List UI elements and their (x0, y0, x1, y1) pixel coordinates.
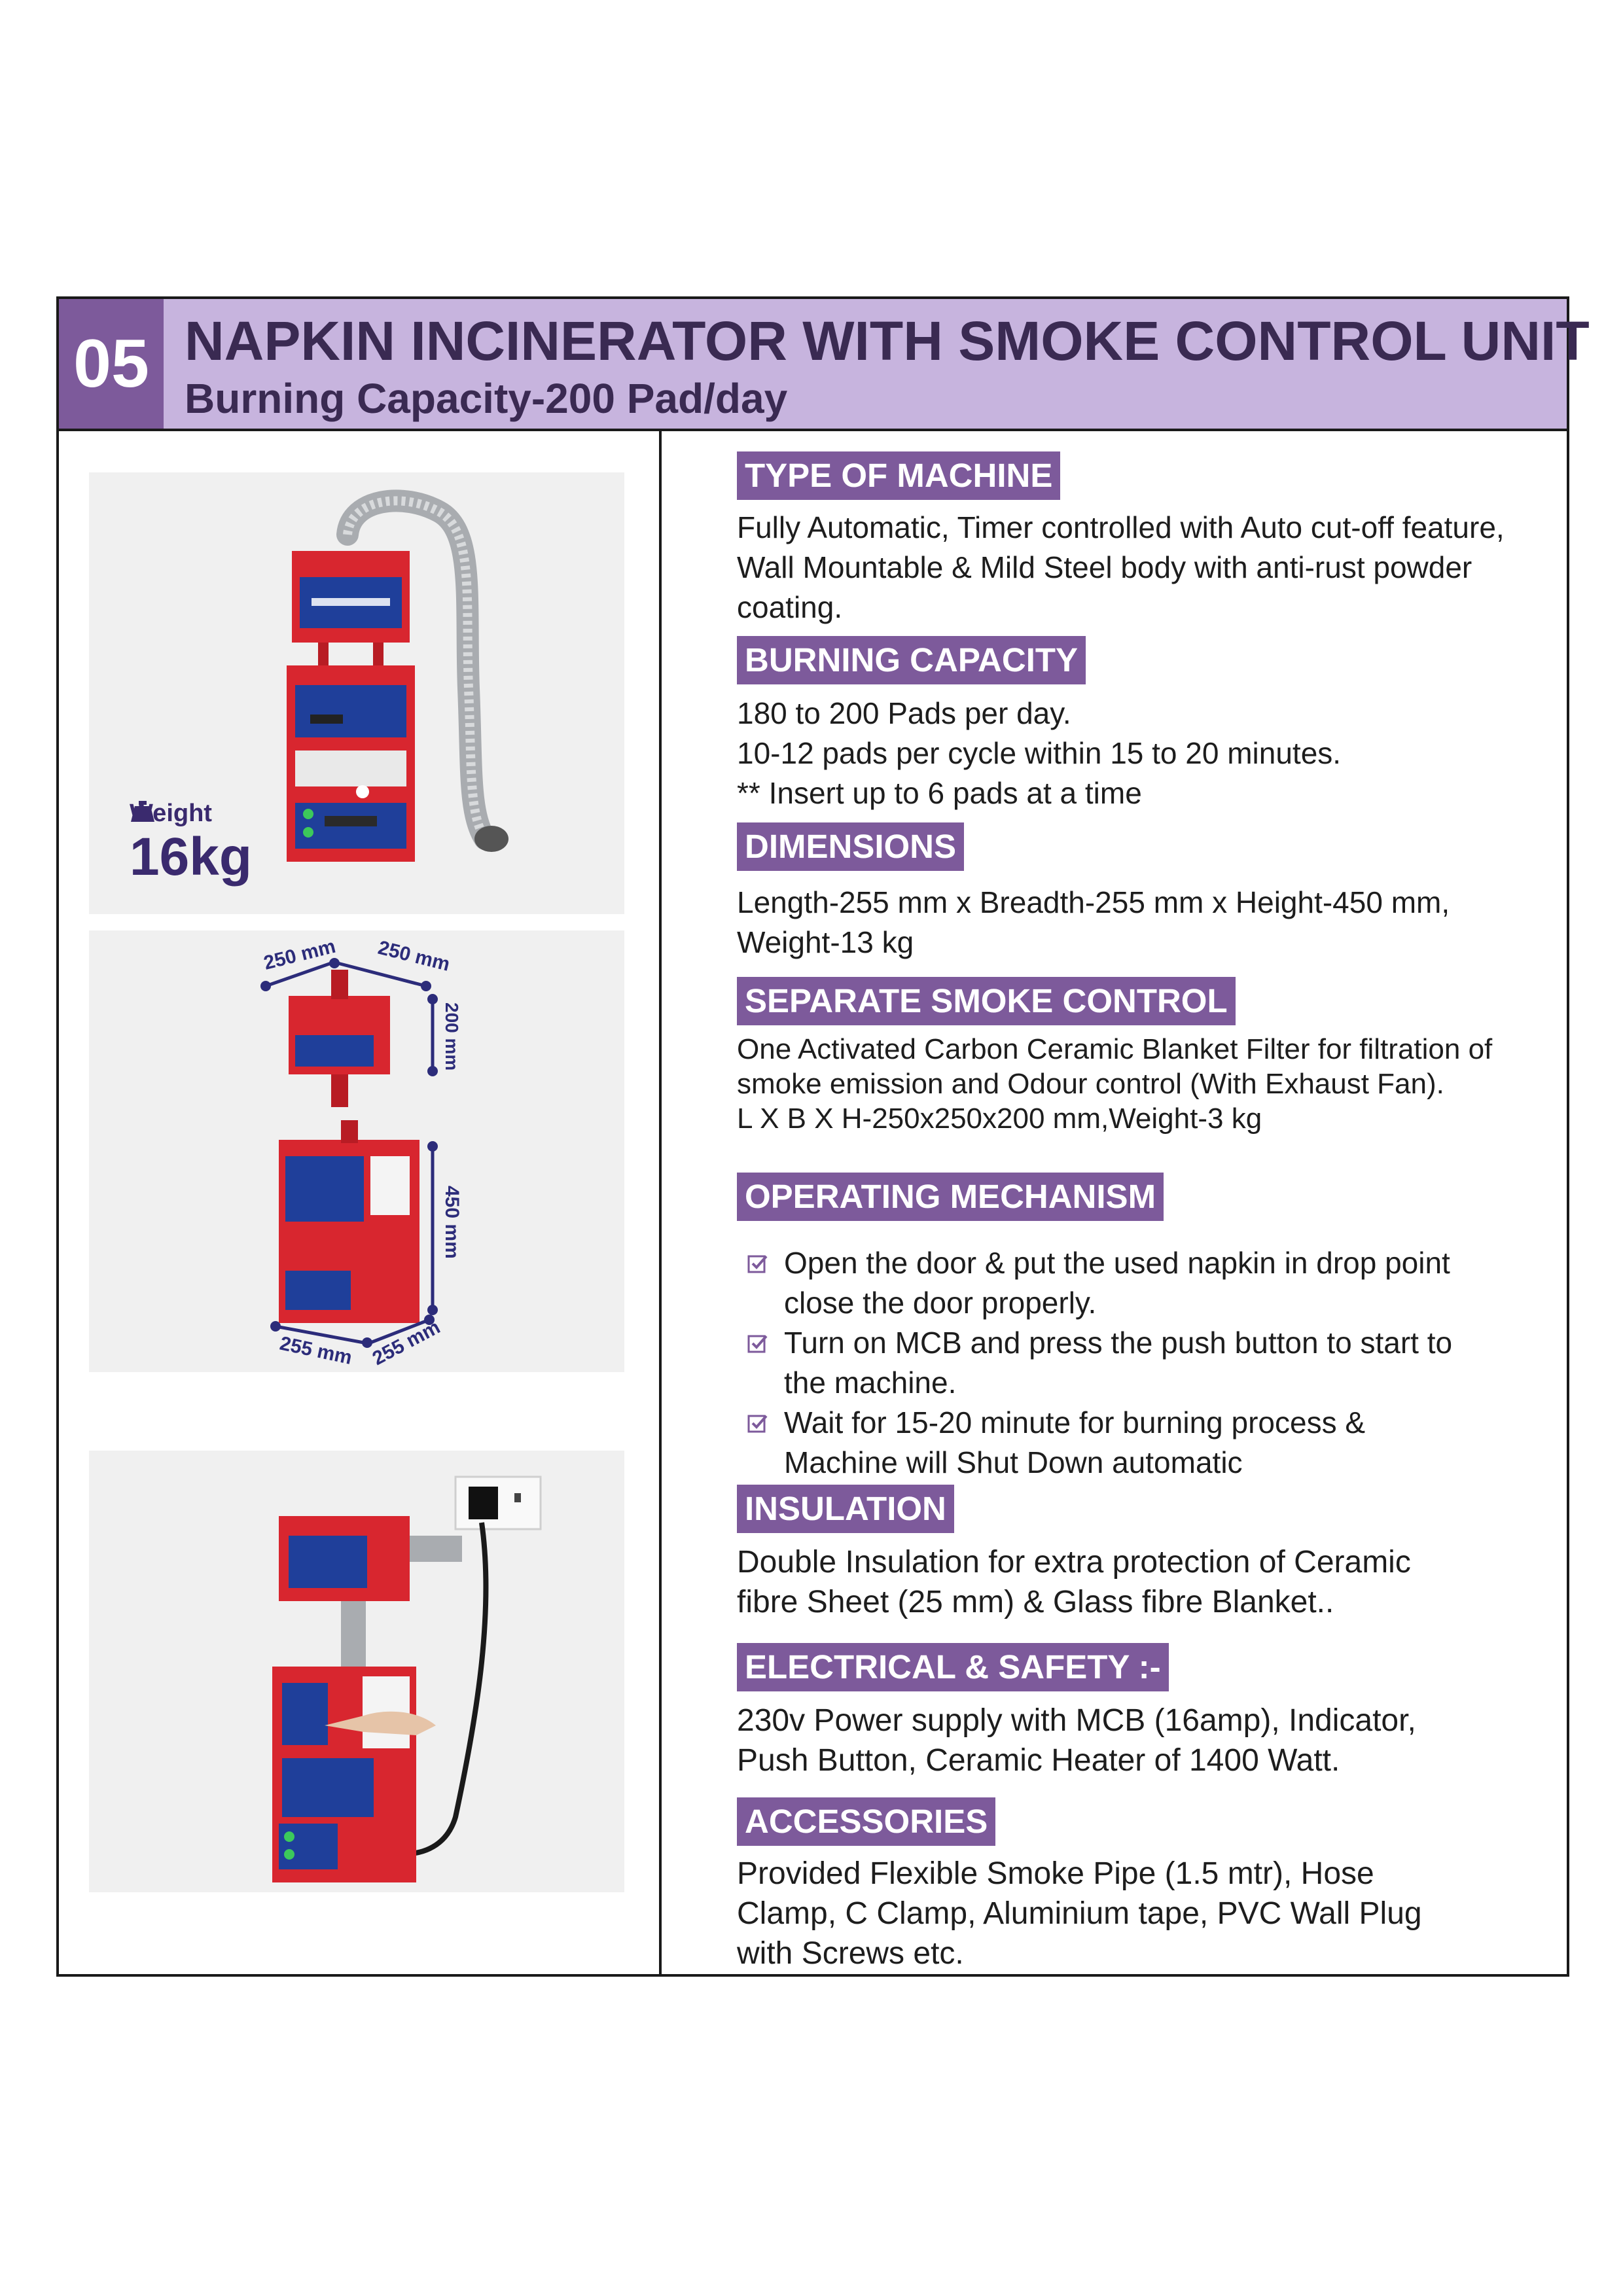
text-line: Weight-13 kg (737, 925, 914, 960)
section-type-of-machine: TYPE OF MACHINE Fully Automatic, Timer c… (737, 451, 1505, 627)
item-number: 05 (59, 299, 164, 429)
text-line: 230v Power supply with MCB (16amp), Indi… (737, 1703, 1416, 1739)
text-line: Length-255 mm x Breadth-255 mm x Height-… (737, 885, 1450, 920)
text-line: Clamp, C Clamp, Aluminium tape, PVC Wall… (737, 1896, 1422, 1932)
section-heading: ACCESSORIES (737, 1797, 996, 1846)
text-line: smoke emission and Odour control (With E… (737, 1068, 1444, 1101)
text-line: ** Insert up to 6 pads at a time (737, 776, 1142, 811)
product-subtitle: Burning Capacity-200 Pad/day (185, 375, 788, 422)
checkbox-checked-icon (747, 1335, 768, 1353)
dim-top-width: 250 mm (262, 936, 338, 974)
section-operating-mechanism: OPERATING MECHANISM Open the door & put … (737, 1173, 1452, 1483)
step-text: Open the door & put the used napkin in d… (784, 1246, 1450, 1280)
section-heading: BURNING CAPACITY (737, 636, 1086, 685)
product-title: NAPKIN INCINERATOR WITH SMOKE CONTROL UN… (185, 310, 1590, 372)
text-line: One Activated Carbon Ceramic Blanket Fil… (737, 1033, 1493, 1066)
text-line: Push Button, Ceramic Heater of 1400 Watt… (737, 1743, 1340, 1778)
operating-step: Turn on MCB and press the push button to… (737, 1323, 1452, 1403)
step-text: Wait for 15-20 minute for burning proces… (784, 1405, 1366, 1440)
text-line: Double Insulation for extra protection o… (737, 1545, 1411, 1580)
product-photo-in-use (89, 1451, 624, 1892)
section-insulation: INSULATION Double Insulation for extra p… (737, 1485, 1411, 1622)
section-accessories: ACCESSORIES Provided Flexible Smoke Pipe… (737, 1797, 1422, 1973)
product-card: 05 NAPKIN INCINERATOR WITH SMOKE CONTROL… (56, 296, 1590, 1977)
section-heading: INSULATION (737, 1485, 954, 1534)
dim-top-height: 200 mm (442, 1002, 462, 1070)
step-text: the machine. (784, 1366, 957, 1400)
product-dimensions-photo: 250 mm 250 mm 200 mm 450 mm 255 mm 255 m… (89, 930, 624, 1372)
product-photo-main: Weight 16kg (89, 472, 624, 914)
operating-step: Open the door & put the used napkin in d… (737, 1243, 1452, 1323)
dim-bottom-height: 450 mm (441, 1186, 463, 1259)
incinerator-illustration (287, 489, 508, 862)
text-line: 10-12 pads per cycle within 15 to 20 min… (737, 736, 1342, 771)
weight-value: 16kg (130, 827, 252, 887)
step-text: close the door properly. (784, 1286, 1097, 1320)
section-dimensions: DIMENSIONS Length-255 mm x Breadth-255 m… (737, 822, 1450, 963)
text-line: fibre Sheet (25 mm) & Glass fibre Blanke… (737, 1585, 1334, 1620)
section-heading: SEPARATE SMOKE CONTROL (737, 977, 1236, 1026)
checkbox-checked-icon (747, 1255, 768, 1273)
text-line: Provided Flexible Smoke Pipe (1.5 mtr), … (737, 1856, 1374, 1892)
section-separate-smoke-control: SEPARATE SMOKE CONTROL One Activated Car… (737, 977, 1492, 1136)
card-header: 05 NAPKIN INCINERATOR WITH SMOKE CONTROL… (59, 299, 1590, 431)
section-heading: TYPE OF MACHINE (737, 451, 1061, 501)
section-electrical-safety: ELECTRICAL & SAFETY :- 230v Power supply… (737, 1643, 1416, 1780)
incinerator-usage-illustration (272, 1475, 542, 1882)
section-heading: OPERATING MECHANISM (737, 1173, 1164, 1222)
dimension-diagram: 250 mm 250 mm 200 mm 450 mm 255 mm 255 m… (260, 936, 463, 1370)
checkbox-checked-icon (747, 1415, 768, 1433)
text-line: 180 to 200 Pads per day. (737, 696, 1071, 731)
text-line: coating. (737, 590, 843, 625)
section-burning-capacity: BURNING CAPACITY 180 to 200 Pads per day… (737, 636, 1341, 813)
dim-top-depth: 250 mm (376, 937, 452, 976)
step-text: Turn on MCB and press the push button to… (784, 1326, 1453, 1360)
step-text: Machine will Shut Down automatic (784, 1445, 1243, 1480)
operating-step: Wait for 15-20 minute for burning proces… (737, 1403, 1452, 1483)
text-line: L X B X H-250x250x200 mm,Weight-3 kg (737, 1103, 1262, 1135)
weight-icon (131, 801, 154, 822)
text-line: with Screws etc. (737, 1936, 964, 1971)
section-heading: ELECTRICAL & SAFETY :- (737, 1643, 1169, 1692)
column-divider (659, 431, 662, 1977)
section-heading: DIMENSIONS (737, 822, 965, 872)
dim-bottom-depth: 255 mm (369, 1316, 444, 1370)
weight-badge: Weight 16kg (130, 800, 252, 884)
text-line: Fully Automatic, Timer controlled with A… (737, 510, 1505, 545)
text-line: Wall Mountable & Mild Steel body with an… (737, 550, 1472, 585)
